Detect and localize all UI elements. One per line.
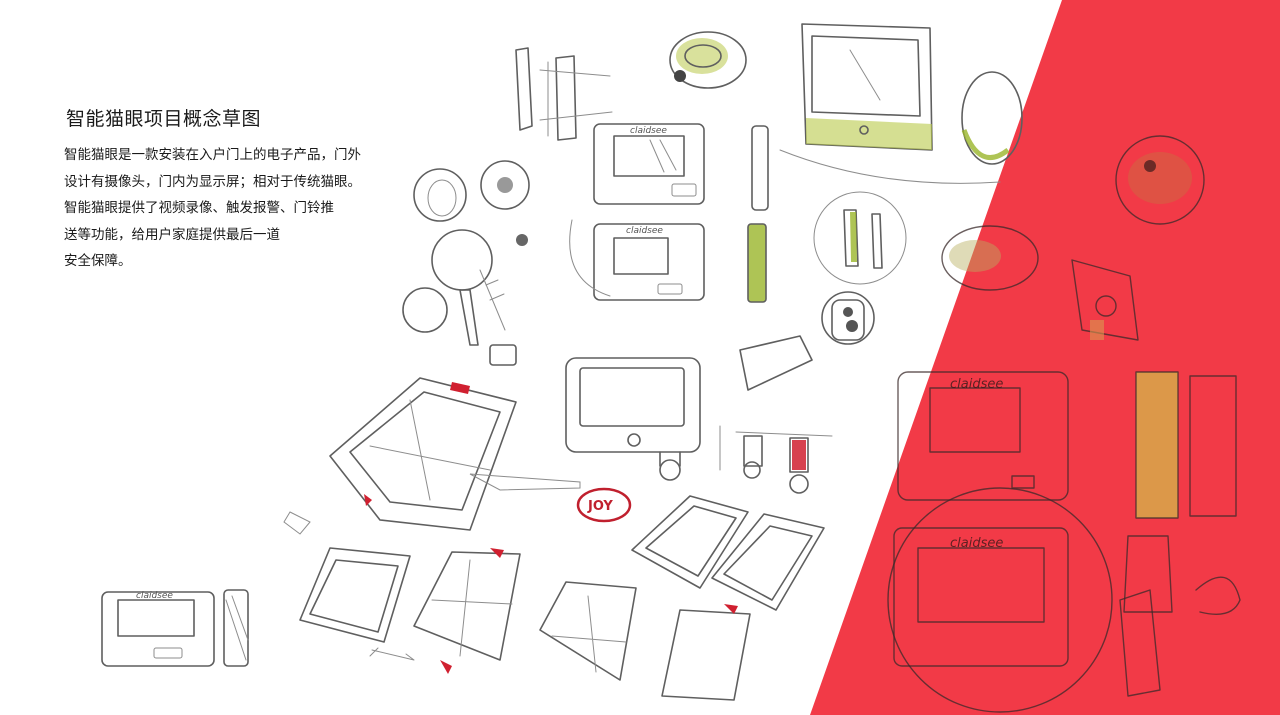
svg-text:claidsee: claidsee <box>630 126 667 136</box>
sketch-small-tablets <box>631 495 825 611</box>
svg-text:claidsee: claidsee <box>950 536 1003 551</box>
sketch-tilted-tablet <box>329 377 581 531</box>
sketch-red-zone-panel-2: claidsee <box>887 487 1241 713</box>
sketch-hinge-detail <box>719 335 833 494</box>
project-description: 智能猫眼是一款安装在入户门上的电子产品，门外 设计有摄像头，门内为显示屏；相对于… <box>64 142 404 275</box>
svg-text:claidsee: claidsee <box>950 377 1003 392</box>
sketch-lens-ring-lime <box>669 31 747 89</box>
sketch-red-zone-lenses <box>941 135 1205 341</box>
description-line: 智能猫眼是一款安装在入户门上的电子产品，门外 <box>64 147 361 163</box>
sketch-monitor <box>779 23 1001 184</box>
svg-text:claidsee: claidsee <box>626 226 663 236</box>
sketch-bottom-left-device: claidsee <box>101 511 311 667</box>
sketch-round-lenses <box>402 160 530 366</box>
page-title: 智能猫眼项目概念草图 <box>66 108 262 130</box>
sketch-screen-device <box>565 357 701 481</box>
sketch-side-slim <box>747 125 769 303</box>
sketch-doorbell-panel-2: claidsee <box>569 219 705 301</box>
sketch-joy-tag: JOY <box>576 487 632 523</box>
sketch-bottom-tablets <box>299 547 751 701</box>
sketch-doorbell-panel-1: claidsee <box>593 123 705 205</box>
svg-text:claidsee: claidsee <box>136 591 173 601</box>
sketch-ring-right <box>961 71 1023 165</box>
description-line: 设计有摄像头，门内为显示屏；相对于传统猫眼。 <box>64 173 361 190</box>
description-line: 智能猫眼提供了视频录像、触发报警、门铃推 <box>64 200 334 216</box>
sketch-red-zone-panel-1: claidsee <box>897 371 1237 519</box>
description-line: 送等功能，给用户家庭提供最后一道 <box>64 226 280 243</box>
sketch-side-profile <box>515 47 613 141</box>
description-line: 安全保障。 <box>64 253 132 269</box>
sketch-detail-circle <box>813 191 907 345</box>
svg-text:JOY: JOY <box>587 499 613 514</box>
